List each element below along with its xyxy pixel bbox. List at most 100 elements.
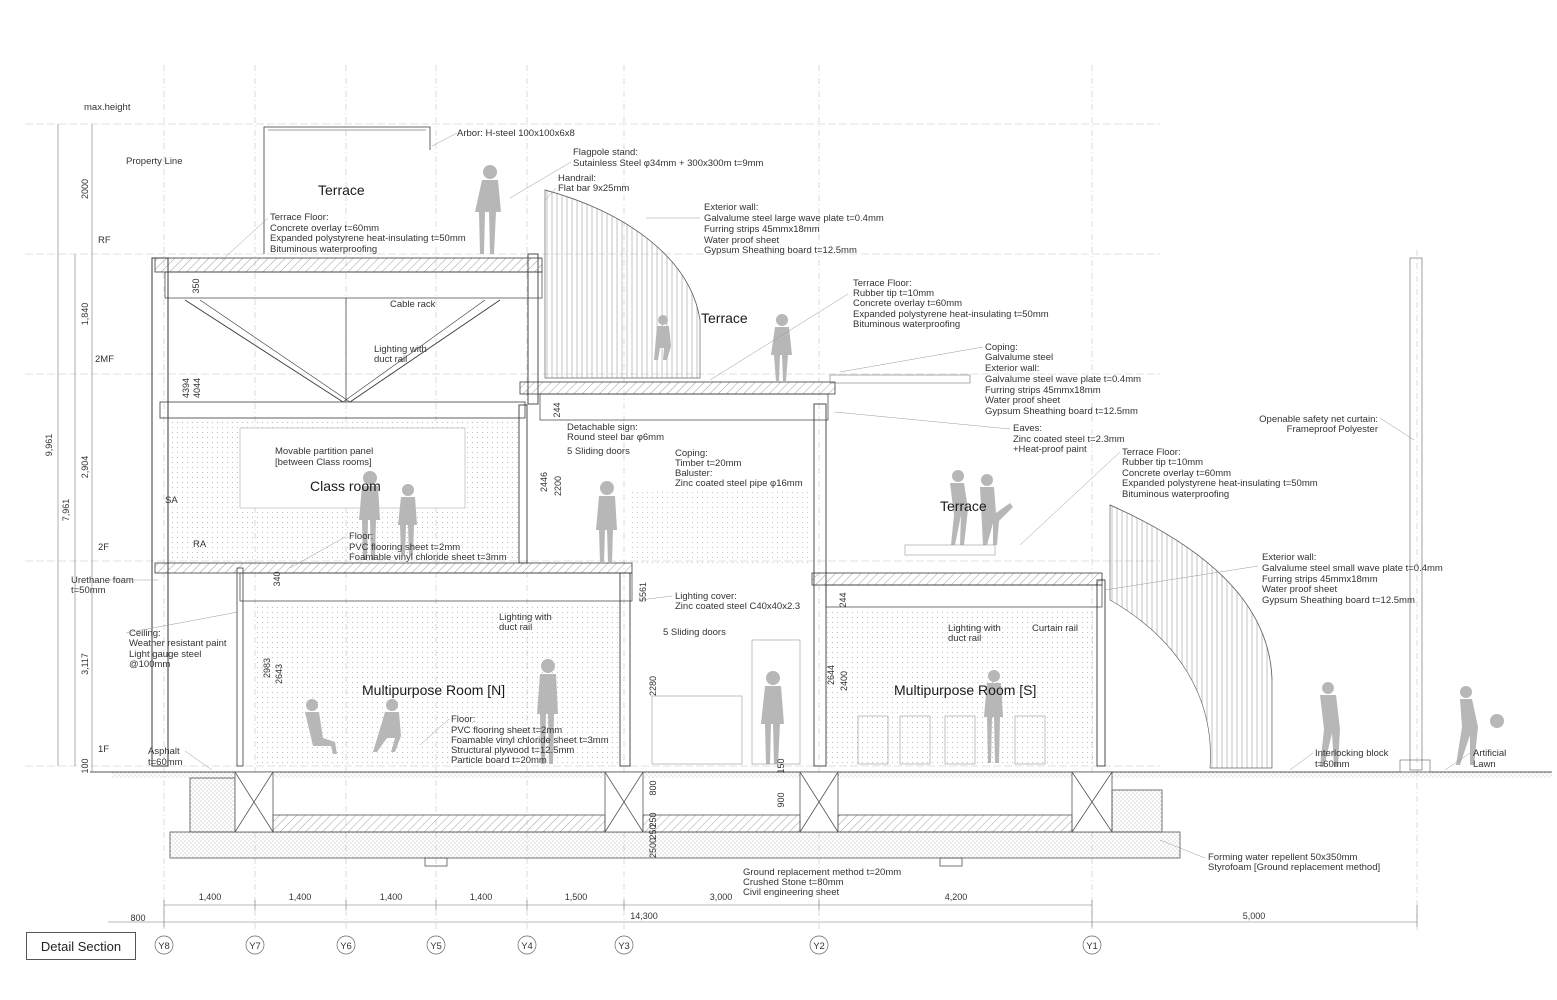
note-safety-net-0: Openable safety net curtain:: [1259, 414, 1378, 425]
dim-2500: 2500: [648, 838, 658, 858]
note-ceiling-2: Light gauge steel: [129, 649, 201, 660]
dim-3117: 3,117: [80, 653, 90, 675]
grid-label-y1: Y1: [1086, 941, 1098, 952]
note-floor-2f-1: PVC flooring sheet t=2mm: [349, 542, 460, 553]
note-terrace-floor-top-1: Concrete overlay t=60mm: [270, 223, 379, 234]
note-ground-0: Ground replacement method t=20mm: [743, 867, 901, 878]
drawing-title: Detail Section: [26, 932, 136, 960]
dim-span: 1,400: [380, 892, 403, 902]
dim-span: 4,200: [945, 892, 968, 902]
note-terrace-floor-top-2: Expanded polystyrene heat-insulating t=5…: [270, 233, 466, 244]
note-terrace-floor-top-3: Bituminous waterproofing: [270, 244, 377, 255]
note-eaves-0: Eaves:: [1013, 423, 1042, 434]
people-silhouettes: [305, 165, 1504, 767]
note-floor-2f-0: Floor:: [349, 531, 373, 542]
property-posts: [1399, 257, 1431, 773]
note-partition-0: Movable partition panel: [275, 446, 373, 457]
note-floor-1f-4: Particle board t=20mm: [451, 755, 547, 766]
horizontal-dims: 1,400 1,400 1,400 1,400 1,500 3,000 4,20…: [130, 892, 1265, 923]
room-classroom: Class room: [310, 478, 381, 494]
dim-2280: 2280: [648, 676, 658, 696]
note-terrace-floor-mid-3: Expanded polystyrene heat-insulating t=5…: [853, 309, 1049, 320]
dim-span: 1,500: [565, 892, 588, 902]
note-urethane-1: t=50mm: [71, 585, 106, 596]
grid-label-y7: Y7: [249, 941, 261, 952]
note-terrace-floor-mid-2: Concrete overlay t=60mm: [853, 298, 962, 309]
note-flagpole-0: Flagpole stand:: [573, 147, 638, 158]
note-coping-timber-3: Zinc coated steel pipe φ16mm: [675, 478, 803, 489]
note-eaves-1: Zinc coated steel t=2.3mm: [1013, 434, 1125, 445]
room-multipurpose-n: Multipurpose Room [N]: [362, 682, 505, 698]
note-handrail-1: Flat bar 9x25mm: [558, 183, 629, 194]
note-ext-wall-top-1: Galvalume steel large wave plate t=0.4mm: [704, 213, 884, 224]
note-terrace-floor-right-0: Terrace Floor:: [1122, 447, 1181, 458]
interior-fills: [170, 420, 1097, 765]
note-lighting-mid-0: Lighting with: [499, 612, 552, 623]
dim-2000: 2000: [80, 179, 90, 199]
note-lighting-right-0: Lighting with: [948, 623, 1001, 634]
level-max-height: max.height: [84, 102, 131, 113]
dim-150: 150: [776, 758, 786, 773]
property-line-label: Property Line: [126, 156, 183, 167]
leader-lines: [110, 132, 1471, 859]
dim-5561: 5561: [638, 582, 648, 602]
note-flagpole-1: Sutainless Steel φ34mm + 300x300m t=9mm: [573, 158, 764, 169]
dim-2904: 2,904: [80, 456, 90, 479]
note-coping-mid-4: Furring strips 45mmx18mm: [985, 385, 1101, 396]
note-terrace-floor-mid-1: Rubber tip t=10mm: [853, 288, 934, 299]
note-terrace-floor-top-0: Terrace Floor:: [270, 212, 329, 223]
dim-250-b: 250: [648, 824, 658, 839]
dim-2644: 2644: [826, 665, 836, 685]
label-ra: RA: [193, 539, 207, 550]
dim-244-upper: 244: [552, 402, 562, 417]
note-ceiling-3: @100mm: [129, 659, 170, 670]
level-rf: RF: [98, 235, 111, 246]
furniture: [651, 544, 1046, 765]
dim-900: 900: [776, 792, 786, 807]
dim-800: 800: [648, 780, 658, 795]
grid-bubbles: [154, 935, 1102, 955]
note-ext-wall-small-4: Gypsum Sheathing board t=12.5mm: [1262, 595, 1415, 606]
dim-250-a: 250: [648, 812, 658, 827]
level-2f: 2F: [98, 542, 109, 553]
note-terrace-floor-right-3: Expanded polystyrene heat-insulating t=5…: [1122, 478, 1318, 489]
dim-100: 100: [80, 758, 90, 773]
dim-total: 14,300: [630, 911, 658, 921]
grid-labels: Y8 Y7 Y6 Y5 Y4 Y3 Y2 Y1: [158, 941, 1098, 952]
horizontal-dimension-lines: [108, 900, 1418, 927]
texts: max.height RF 2MF 2F 1F Property Line Te…: [71, 102, 1506, 898]
note-coping-mid-1: Galvalume steel: [985, 352, 1053, 363]
note-detach-sign-0: Detachable sign:: [567, 422, 638, 433]
note-ground-1: Crushed Stone t=80mm: [743, 877, 844, 888]
note-coping-mid-5: Water proof sheet: [985, 395, 1061, 406]
vertical-dims: 9,961 7,961 2000 1,840 2,904 3,117 100 3…: [44, 179, 849, 858]
note-ceiling-0: Ceiling:: [129, 628, 161, 639]
note-floor-1f-1: PVC flooring sheet t=2mm: [451, 725, 562, 736]
note-ext-wall-small-2: Furring strips 45mmx18mm: [1262, 574, 1378, 585]
note-lighting-cover-1: Zinc coated steel C40x40x2.3: [675, 601, 800, 612]
dim-244-lower: 244: [838, 592, 848, 607]
dim-span: 1,400: [470, 892, 493, 902]
dim-4044: 4044: [192, 378, 202, 398]
note-terrace-floor-right-4: Bituminous waterproofing: [1122, 489, 1229, 500]
level-1f: 1F: [98, 744, 109, 755]
room-terrace-right: Terrace: [940, 498, 987, 514]
note-coping-timber-0: Coping:: [675, 448, 708, 459]
dim-total-inner: 7,961: [61, 499, 71, 522]
note-floor-1f-2: Foamable vinyl chloride sheet t=3mm: [451, 735, 609, 746]
note-eaves-2: +Heat-proof paint: [1013, 444, 1087, 455]
note-forming-1: Styrofoam [Ground replacement method]: [1208, 862, 1380, 873]
note-urethane-0: Urethane foam: [71, 575, 134, 586]
dim-4394: 4394: [181, 378, 191, 398]
note-coping-mid-3: Galvalume steel wave plate t=0.4mm: [985, 374, 1141, 385]
note-ext-wall-top-2: Furring strips 45mmx18mm: [704, 224, 820, 235]
note-ext-wall-top-3: Water proof sheet: [704, 235, 780, 246]
dim-2400: 2400: [839, 671, 849, 691]
note-ext-wall-small-3: Water proof sheet: [1262, 584, 1338, 595]
note-safety-net-1: Frameproof Polyester: [1287, 424, 1378, 435]
foundation: [169, 771, 1181, 867]
note-arbor-0: Arbor: H-steel 100x100x6x8: [457, 128, 575, 139]
dim-2643: 2643: [274, 664, 284, 684]
note-coping-timber-2: Baluster:: [675, 468, 713, 479]
